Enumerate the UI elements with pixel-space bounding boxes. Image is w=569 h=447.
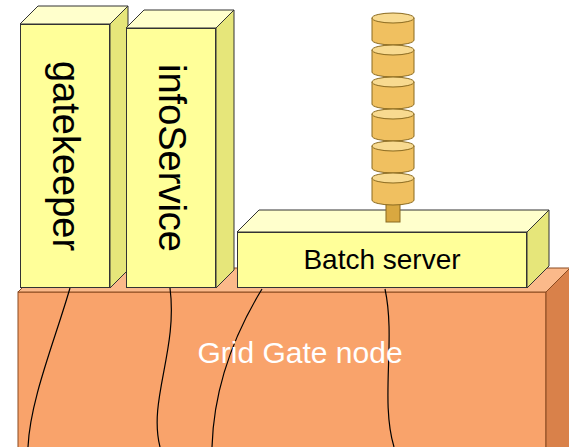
service-box: infoService <box>126 28 216 288</box>
node-label: infoService <box>150 64 192 252</box>
service-box: gatekeeper <box>20 24 110 288</box>
box-side <box>216 10 234 288</box>
box-top <box>126 10 234 28</box>
server-box: Batch server <box>237 232 527 288</box>
gate-node-slab: Grid Gate node <box>18 292 546 447</box>
root-line <box>28 288 70 447</box>
queue-cylinder-top <box>372 77 414 87</box>
queue-cylinder-top <box>372 173 414 183</box>
node-label: Batch server <box>303 245 460 276</box>
box-top <box>20 6 128 24</box>
queue-cylinder-top <box>372 141 414 151</box>
slab-side <box>546 268 569 447</box>
slab-front <box>18 292 546 447</box>
queue-cylinder-top <box>372 45 414 55</box>
queue-cylinder-top <box>372 109 414 119</box>
box-side <box>527 210 549 288</box>
root-line <box>157 288 171 447</box>
node-label: Grid Gate node <box>195 330 405 375</box>
queue-cylinder-top <box>372 13 414 23</box>
node-label: gatekeeper <box>44 61 86 251</box>
